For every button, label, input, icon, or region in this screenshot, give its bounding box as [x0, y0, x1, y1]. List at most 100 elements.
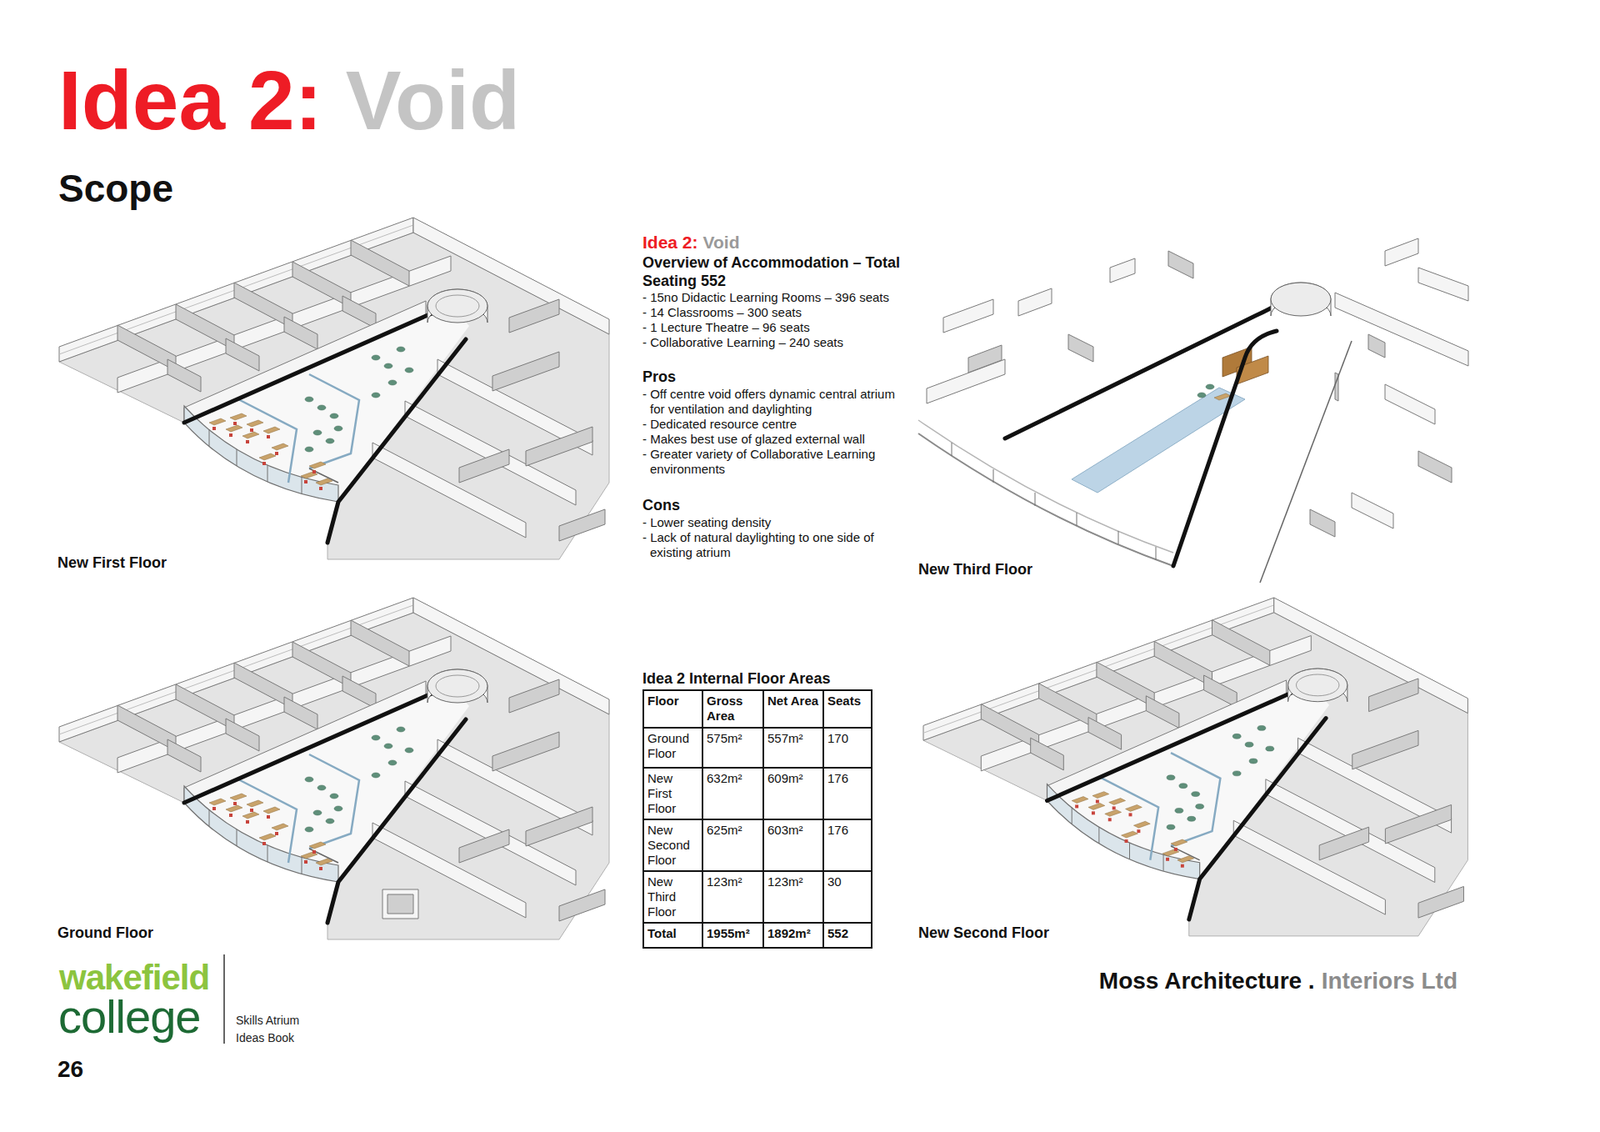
table-cell: 30: [827, 874, 868, 890]
logo-text: college: [58, 993, 200, 1040]
text-entry: - Lack of natural daylighting to one sid…: [642, 530, 910, 560]
text-group: Idea 2:VoidOverview of Accommodation – T…: [642, 231, 910, 560]
floor-caption: Ground Floor: [57, 924, 154, 943]
text-group: 26: [57, 1055, 84, 1084]
table-cell-box: 123m²: [763, 870, 824, 923]
text-group: Scope: [58, 169, 174, 208]
table-cell-box: 170: [823, 727, 872, 768]
plan-drawing-part: [387, 894, 414, 914]
text-entry: - Lower seating density: [642, 515, 910, 530]
text-entry: - 1 Lecture Theatre – 96 seats: [642, 320, 910, 335]
bullet-item: - 1 Lecture Theatre – 96 seats: [642, 320, 910, 335]
text-group: Skills Atrium Ideas Book: [235, 1011, 320, 1047]
table-row: Floor Gross AreaNet AreaSeats: [643, 690, 872, 728]
idea-heading: Idea 2:: [642, 231, 699, 253]
text-group: New First Floor: [57, 554, 167, 573]
company-name: Interiors Ltd: [1321, 966, 1458, 995]
table-cell-box: New Third Floor: [643, 870, 703, 923]
area-table: Floor Gross AreaNet AreaSeatsGround Floor…: [642, 689, 873, 949]
title-void: Void: [345, 58, 520, 142]
text-group: New Third Floor: [918, 560, 1033, 580]
table-cell-box: New First Floor: [643, 767, 703, 820]
page-number: 26: [57, 1055, 84, 1084]
plan-drawing-part: [923, 597, 1468, 936]
plan-drawing-part: [382, 889, 419, 919]
table-cell: Seats: [827, 693, 868, 709]
table-cell: Floor: [647, 693, 699, 709]
table-cell-box: 557m²: [763, 727, 824, 768]
table-cell: New Third Floor: [647, 874, 699, 920]
text-entry: Pros: [642, 368, 910, 387]
book-title: Skills Atrium Ideas Book: [235, 1011, 320, 1047]
table-cell: 603m²: [767, 822, 820, 838]
table-cell-box: Seats: [823, 690, 872, 728]
plan-drawing-part: [59, 597, 610, 940]
bullet-item: - Greater variety of Collaborative Learn…: [642, 446, 910, 477]
table-cell-box: 30: [823, 870, 872, 923]
floor-caption: New Third Floor: [918, 560, 1033, 580]
section-heading: Scope: [58, 169, 174, 208]
table-cell: 176: [827, 770, 868, 786]
table-cell-box: Floor: [643, 690, 703, 728]
text-group: wakefield: [59, 960, 210, 995]
second-floor-plan: [923, 597, 1468, 936]
overview-heading: Overview of Accommodation – Total Seatin…: [642, 254, 910, 290]
floor-area-table: Floor Gross AreaNet AreaSeatsGround Floor…: [642, 689, 873, 949]
text-entry: - Greater variety of Collaborative Learn…: [642, 446, 910, 477]
table-cell-box: New Second Floor: [643, 819, 703, 871]
plan-drawing-part: [918, 238, 1469, 583]
third-floor-plan: [918, 238, 1469, 583]
text-group: Idea 2 Internal Floor Areas: [642, 670, 830, 689]
table-cell: 176: [827, 822, 868, 838]
floor-caption: New Second Floor: [918, 924, 1050, 943]
subheading: Cons: [642, 496, 910, 515]
text-group: Idea 2:Void: [58, 58, 520, 142]
text-entry: - 15no Didactic Learning Rooms – 396 sea…: [642, 290, 910, 305]
subheading: Pros: [642, 368, 910, 387]
text-entry: Idea 2:Void: [642, 231, 910, 253]
first-floor-plan: [59, 217, 610, 560]
table-cell-box: 552: [823, 922, 872, 948]
table-cell: 557m²: [767, 730, 820, 746]
table-row: New Third Floor123m²123m²30: [643, 870, 872, 923]
table-cell-box: 1955m²: [702, 922, 764, 948]
text-group: Ground Floor: [57, 924, 154, 943]
table-cell-box: Total: [643, 922, 703, 948]
table-cell: New First Floor: [647, 770, 699, 816]
text-entry: Overview of Accommodation – Total Seatin…: [642, 254, 910, 290]
table-cell-box: Net Area: [763, 690, 824, 728]
bullet-item: - 14 Classrooms – 300 seats: [642, 305, 910, 320]
table-cell-box: 609m²: [763, 767, 824, 820]
text-group: Moss Architecture .Interiors Ltd: [1099, 966, 1458, 995]
table-cell: 123m²: [706, 874, 760, 890]
text-group: New Second Floor: [918, 924, 1050, 943]
table-cell: 552: [827, 925, 868, 941]
logo-text: wakefield: [59, 960, 210, 995]
plan-drawing-part: [59, 217, 610, 560]
table-cell: 609m²: [767, 770, 820, 786]
table-cell-box: Ground Floor: [643, 727, 703, 768]
table-row: Ground Floor575m²557m²170: [643, 727, 872, 768]
table-cell: 1955m²: [706, 925, 760, 941]
idea-heading: Void: [703, 231, 740, 253]
table-row: Total1955m²1892m²552: [643, 922, 872, 948]
table-cell: Ground Floor: [647, 730, 699, 761]
table-cell-box: 625m²: [702, 819, 764, 871]
table-cell-box: 1892m²: [763, 922, 824, 948]
bullet-item: - Lack of natural daylighting to one sid…: [642, 530, 910, 560]
bullet-item: - Makes best use of glazed external wall: [642, 431, 910, 447]
text-entry: - Dedicated resource centre: [642, 416, 910, 432]
bullet-item: - Off centre void offers dynamic central…: [642, 386, 910, 417]
table-cell: Gross Area: [706, 693, 760, 724]
company-name: Moss Architecture .: [1099, 966, 1315, 995]
bullet-item: - 15no Didactic Learning Rooms – 396 sea…: [642, 290, 910, 305]
table-cell: New Second Floor: [647, 822, 699, 868]
logo-divider: [223, 954, 225, 1044]
bullet-item: - Dedicated resource centre: [642, 416, 910, 432]
table-cell-box: 176: [823, 819, 872, 871]
ground-floor-plan: [59, 597, 610, 940]
floor-caption: New First Floor: [57, 554, 167, 573]
text-entry: - 14 Classrooms – 300 seats: [642, 305, 910, 320]
